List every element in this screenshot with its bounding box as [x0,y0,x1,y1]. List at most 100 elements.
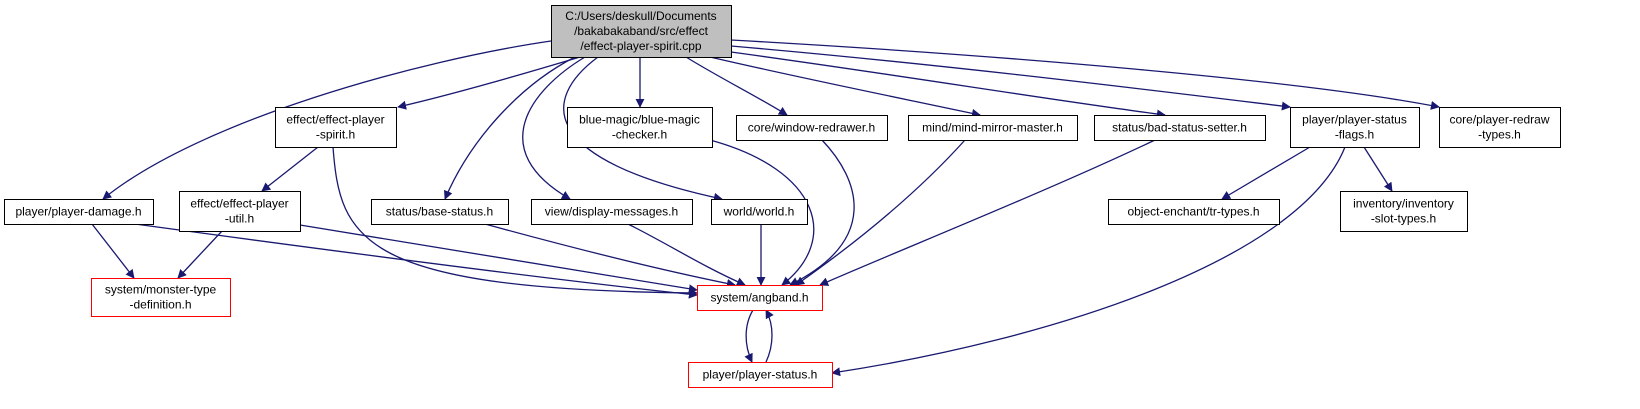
edge-player-damage-to-monster-type [91,223,135,279]
node-bad-status[interactable]: status/bad-status-setter.h [1094,115,1266,141]
edge-path [789,139,855,286]
node-label: -slot-types.h [1371,212,1436,226]
node-label: view/display-messages.h [545,205,678,219]
node-box [711,199,808,225]
node-label: /effect-player-spirit.cpp [580,39,701,53]
edge-path [627,223,746,286]
node-box [736,115,888,141]
edge-path [730,39,1440,110]
edge-root-to-status-base [444,56,576,200]
edge-root-to-view-display [522,56,586,200]
node-label: system/angband.h [710,291,808,305]
node-box [91,278,231,317]
edge-root-to-mind-mirror [709,56,981,118]
node-window-redrawer[interactable]: core/window-redrawer.h [736,115,888,141]
edge-view-display-to-angband [627,223,746,286]
node-label: world/world.h [723,205,795,219]
node-label: -util.h [225,212,254,226]
edge-path [1221,146,1311,200]
edge-mind-mirror-to-angband [795,139,966,286]
edge-path [332,146,698,298]
node-label: status/base-status.h [386,205,493,219]
node-box [908,115,1078,141]
node-mind-mirror[interactable]: mind/mind-mirror-master.h [908,115,1078,141]
nodes-layer: C:/Users/deskull/Documents/bakabakaband/… [4,5,1561,388]
node-label: player/player-damage.h [15,205,141,219]
edge-path [819,139,1156,286]
node-label: mind/mind-mirror-master.h [922,121,1063,135]
node-label: status/bad-status-setter.h [1112,121,1247,135]
node-effect-player-util[interactable]: effect/effect-player-util.h [179,191,301,232]
node-root[interactable]: C:/Users/deskull/Documents/bakabakaband/… [551,5,732,58]
edge-path [444,56,576,200]
edge-path [177,230,223,279]
node-box [4,199,154,225]
node-label: system/monster-type [105,283,217,297]
node-box [1094,115,1266,141]
node-box [1340,191,1468,232]
node-world[interactable]: world/world.h [711,199,808,225]
edge-root-to-bad-status [730,51,1166,119]
node-inventory-slot[interactable]: inventory/inventory-slot-types.h [1340,191,1468,232]
edge-bad-status-to-angband [819,139,1156,286]
node-player-redraw[interactable]: core/player-redraw-types.h [1439,107,1561,148]
node-label: core/window-redrawer.h [748,121,875,135]
edge-path [795,139,966,286]
node-box [688,362,833,388]
edge-path [1363,146,1393,192]
edge-path [730,51,1166,119]
node-box [697,285,823,311]
node-label: inventory/inventory [1353,197,1454,211]
edge-player-status-flags-to-tr-types [1221,146,1311,200]
edge-root-to-window-redrawer [685,56,788,116]
node-effect-player-spirit-h[interactable]: effect/effect-player-spirit.h [275,107,397,148]
node-player-status-flags[interactable]: player/player-status-flags.h [1290,107,1420,148]
edge-root-to-player-status-flags [730,45,1291,111]
edge-path [685,56,788,116]
node-box [179,191,301,232]
node-box [551,5,732,58]
node-player-damage[interactable]: player/player-damage.h [4,199,154,225]
edge-path [522,56,586,200]
edge-root-to-player-redraw [730,39,1440,110]
node-label: C:/Users/deskull/Documents [565,9,716,23]
edge-effect-player-spirit-h-to-effect-player-util [261,146,319,192]
edge-blue-magic-to-angband [709,139,815,286]
node-label: core/player-redraw [1449,113,1549,127]
edge-path [299,224,698,294]
edge-path [831,146,1346,377]
node-label: effect/effect-player [190,197,288,211]
edge-player-damage-to-angband [134,223,698,299]
edge-effect-player-util-to-monster-type [177,230,223,279]
node-label: -definition.h [129,298,191,312]
edge-window-redrawer-to-angband [789,139,855,286]
node-label: -checker.h [612,128,667,142]
node-label: -flags.h [1335,128,1374,142]
node-label: player/player-status [1302,113,1407,127]
edge-path [765,309,774,363]
edge-player-status-to-angband [765,309,774,363]
node-monster-type[interactable]: system/monster-type-definition.h [91,278,231,317]
edge-path [709,139,815,286]
node-view-display[interactable]: view/display-messages.h [531,199,693,225]
node-angband[interactable]: system/angband.h [697,285,823,311]
node-box [1290,107,1420,148]
edge-player-status-flags-to-inventory-slot [1363,146,1393,192]
node-box [1439,107,1561,148]
edge-path [730,45,1291,111]
edge-path [484,223,736,288]
node-box [275,107,397,148]
node-tr-types[interactable]: object-enchant/tr-types.h [1108,199,1280,225]
node-status-base[interactable]: status/base-status.h [371,199,509,225]
edge-root-to-effect-player-spirit-h [397,56,581,110]
node-label: /bakabakaband/src/effect [574,24,709,38]
node-label: player/player-status.h [703,368,818,382]
edge-path [744,309,754,363]
node-blue-magic[interactable]: blue-magic/blue-magic-checker.h [567,107,713,148]
edge-angband-to-player-status [744,309,754,363]
edge-path [102,40,552,200]
node-player-status[interactable]: player/player-status.h [688,362,833,388]
edge-status-base-to-angband [484,223,736,288]
edge-effect-player-spirit-h-to-angband [332,146,698,298]
